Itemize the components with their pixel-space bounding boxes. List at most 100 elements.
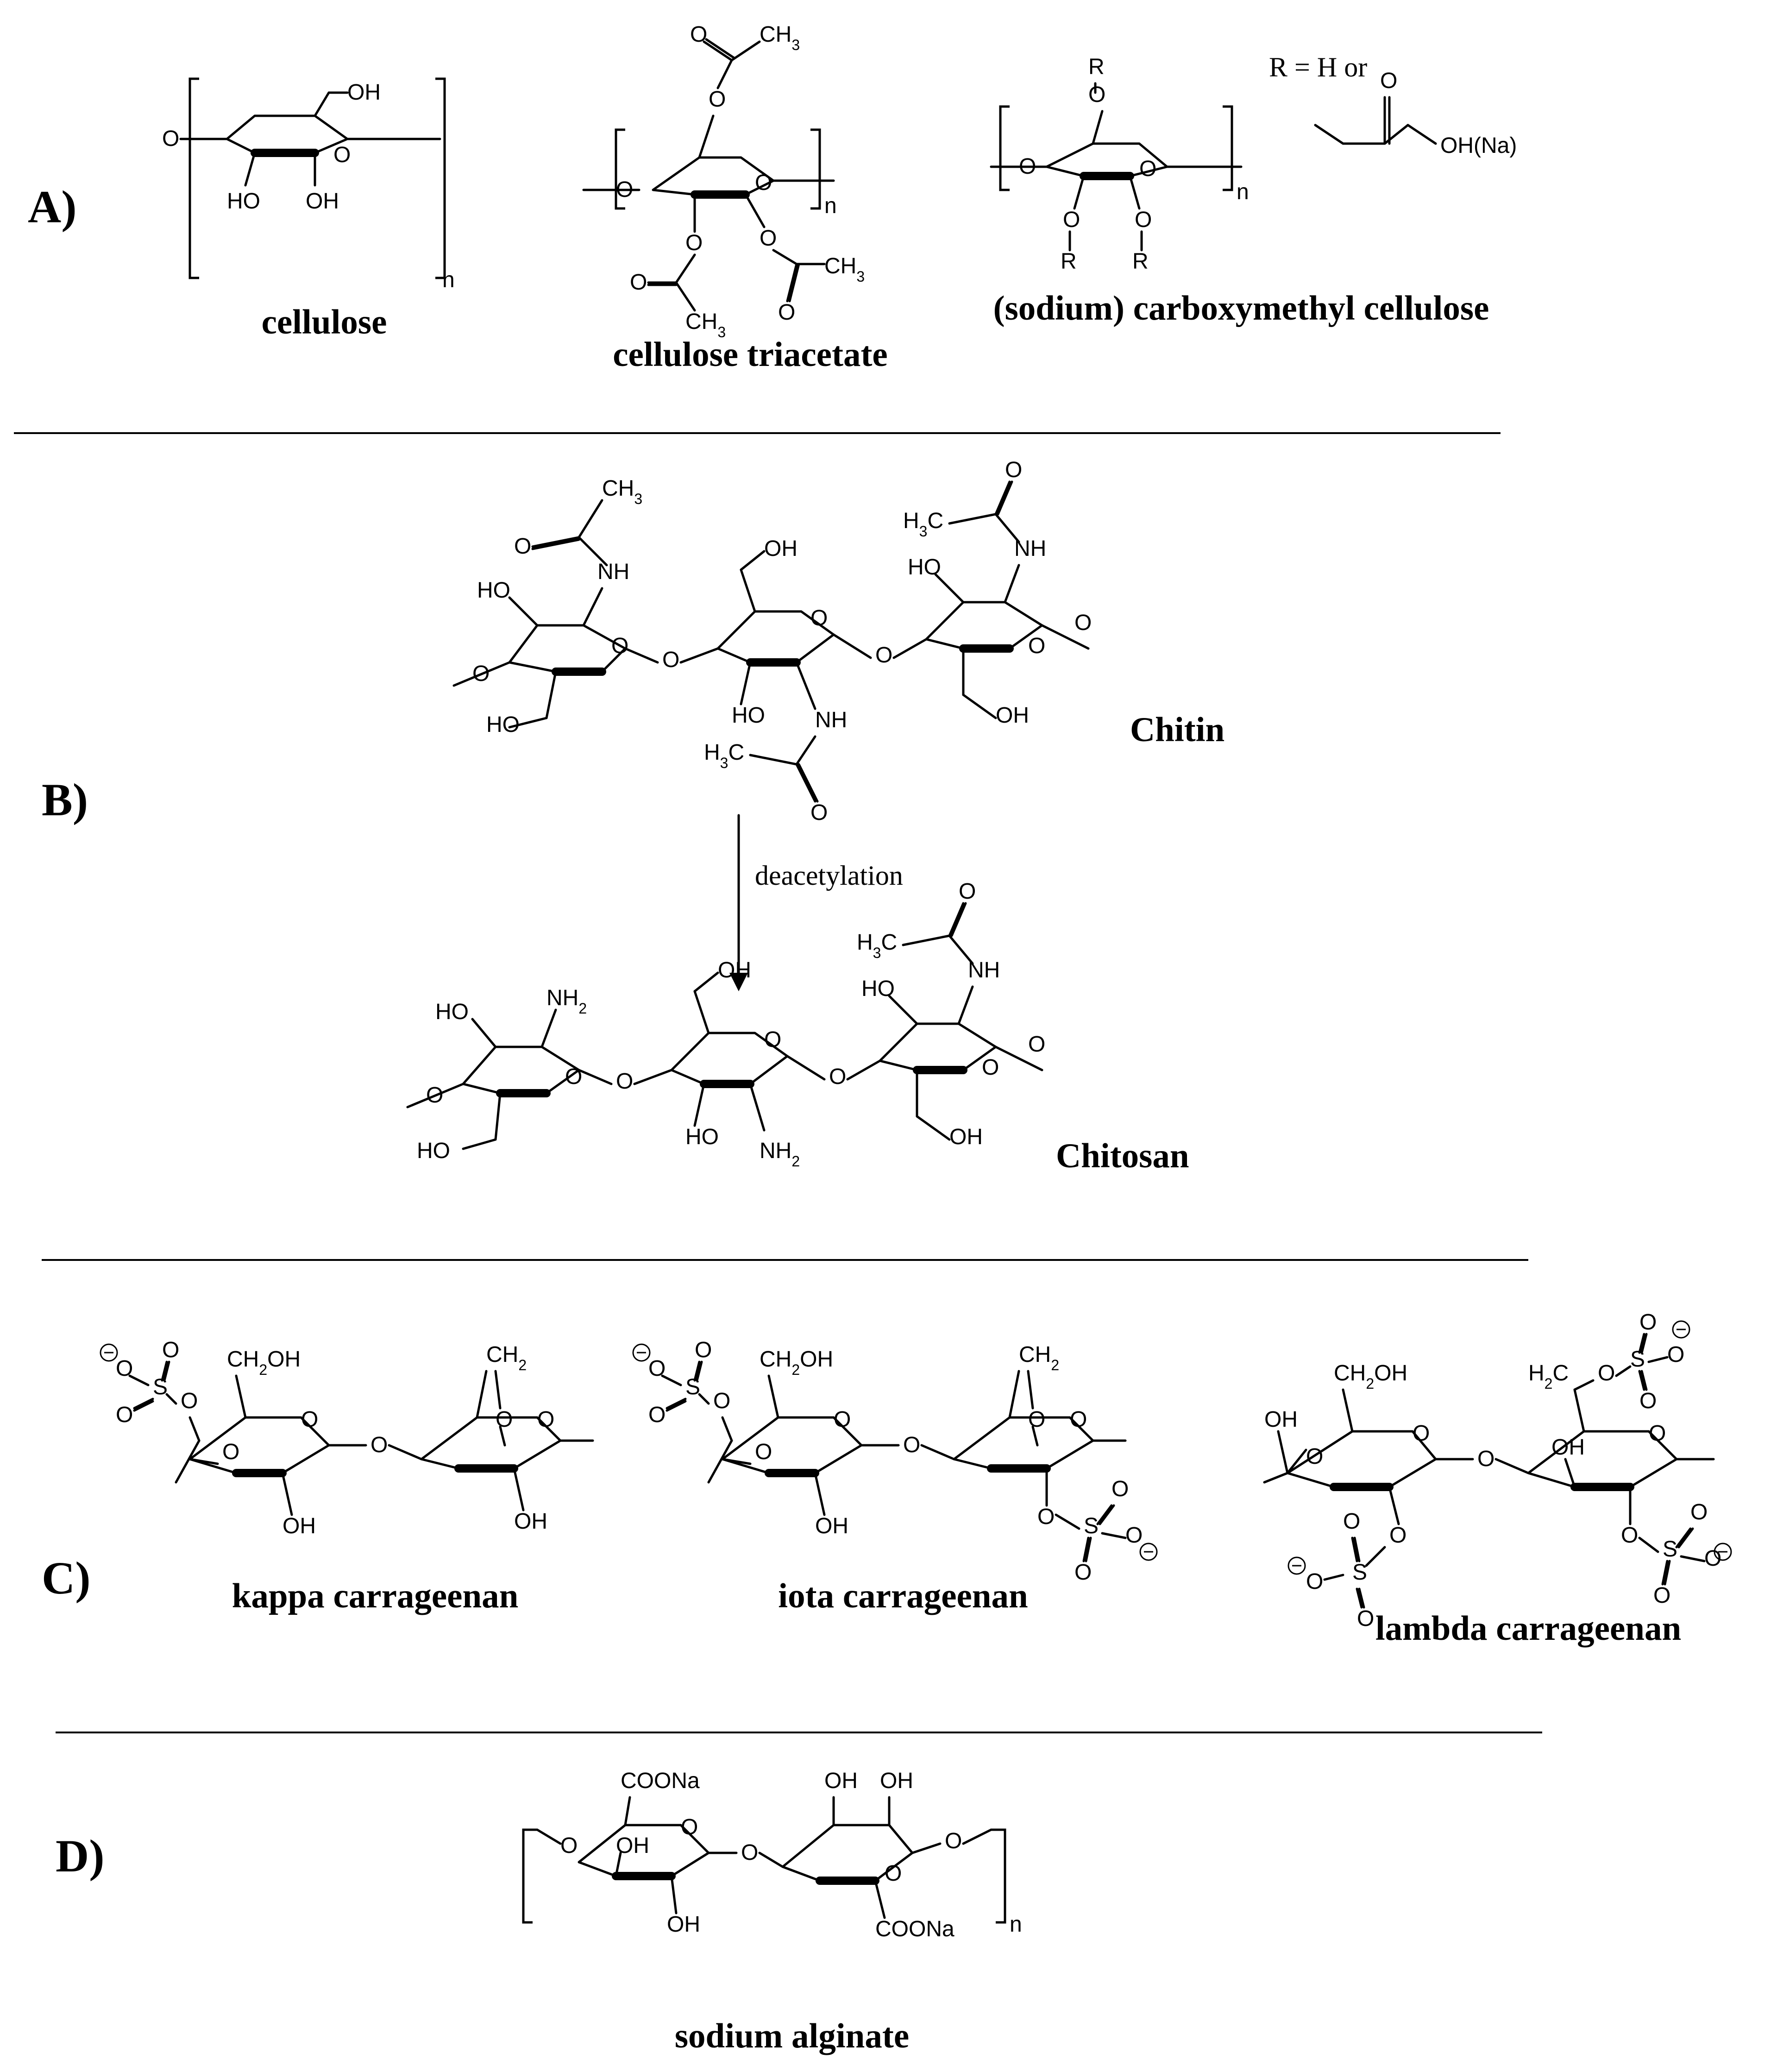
- svg-text:O: O: [1074, 611, 1092, 635]
- svg-text:O: O: [1639, 1389, 1657, 1413]
- molecule-cmc: n O O O R O R O R: [990, 55, 1249, 274]
- svg-text:O: O: [116, 1403, 133, 1427]
- svg-text:O: O: [810, 800, 828, 825]
- svg-text:O: O: [685, 231, 703, 255]
- svg-text:CH2: CH2: [1019, 1342, 1059, 1373]
- svg-text:O: O: [1135, 208, 1152, 232]
- svg-text:CH2OH: CH2OH: [227, 1347, 301, 1378]
- svg-text:OH: OH: [1264, 1407, 1298, 1432]
- svg-text:OH: OH: [815, 1514, 848, 1538]
- svg-text:HO: HO: [435, 1000, 469, 1024]
- svg-text:O: O: [222, 1440, 239, 1464]
- svg-text:OH: OH: [718, 958, 751, 982]
- svg-text:OH: OH: [667, 1912, 700, 1937]
- svg-text:NH: NH: [815, 708, 847, 732]
- svg-text:O: O: [662, 648, 679, 672]
- svg-text:O: O: [1413, 1421, 1430, 1446]
- svg-text:COONa: COONa: [621, 1769, 700, 1793]
- svg-text:O: O: [514, 534, 531, 559]
- svg-text:HO: HO: [732, 703, 765, 728]
- svg-text:O: O: [1028, 634, 1045, 658]
- svg-text:OH: OH: [514, 1509, 547, 1534]
- svg-text:CH3: CH3: [760, 22, 800, 53]
- svg-text:O: O: [616, 177, 633, 202]
- svg-text:NH: NH: [1014, 536, 1046, 561]
- svg-text:O: O: [1028, 1407, 1045, 1432]
- svg-text:OH: OH: [880, 1769, 913, 1793]
- svg-text:O: O: [1343, 1509, 1360, 1534]
- svg-text:O: O: [1125, 1523, 1143, 1548]
- svg-text:O: O: [755, 170, 772, 195]
- molecule-cellulose: n O O OH HO OH: [162, 77, 455, 292]
- svg-text:O: O: [1598, 1361, 1615, 1386]
- svg-text:CH3: CH3: [685, 309, 726, 340]
- molecule-kappa: O O O S O O O CH2OH OH O O: [100, 1338, 594, 1538]
- svg-text:O: O: [1111, 1477, 1129, 1501]
- svg-text:S: S: [1352, 1560, 1367, 1585]
- svg-text:O: O: [760, 226, 777, 251]
- svg-text:O: O: [1357, 1606, 1374, 1631]
- svg-text:O: O: [162, 1338, 179, 1362]
- svg-text:O: O: [1063, 208, 1080, 232]
- svg-text:OH: OH: [764, 536, 797, 561]
- svg-text:O: O: [681, 1815, 698, 1839]
- molecule-triacetate: O n O O O CH3 O O CH3 O O: [582, 22, 865, 340]
- name-chitosan: Chitosan: [1056, 1137, 1189, 1175]
- svg-text:O: O: [1667, 1342, 1684, 1367]
- svg-text:O: O: [426, 1083, 443, 1108]
- molecule-chitin: O O HO NH O CH3 HO O O OH HO: [452, 458, 1092, 825]
- svg-text:CH2OH: CH2OH: [760, 1347, 833, 1378]
- svg-text:HO: HO: [908, 555, 941, 579]
- svg-text:O: O: [1037, 1505, 1055, 1529]
- svg-text:O: O: [611, 634, 628, 658]
- svg-text:CH2: CH2: [486, 1342, 527, 1373]
- svg-text:HO: HO: [685, 1125, 719, 1149]
- svg-text:O: O: [1649, 1421, 1666, 1446]
- reaction-label: deacetylation: [755, 860, 903, 891]
- svg-text:R: R: [1132, 249, 1149, 274]
- svg-text:O: O: [116, 1356, 133, 1381]
- svg-text:O: O: [1019, 154, 1036, 179]
- svg-text:O: O: [333, 143, 351, 167]
- name-triacetate: cellulose triacetate: [613, 335, 887, 374]
- svg-text:O: O: [885, 1861, 902, 1886]
- svg-text:O: O: [778, 300, 795, 325]
- svg-text:O: O: [690, 22, 707, 47]
- svg-text:O: O: [630, 270, 647, 295]
- molecule-lambda: O O OH CH2OH O S O O O O O OH: [1263, 1310, 1732, 1631]
- name-iota: iota carrageenan: [778, 1577, 1028, 1615]
- svg-text:O: O: [1074, 1560, 1092, 1585]
- svg-text:O: O: [903, 1433, 920, 1457]
- svg-text:O: O: [945, 1829, 962, 1853]
- svg-text:O: O: [829, 1064, 846, 1089]
- svg-text:O: O: [472, 661, 490, 686]
- svg-text:OH: OH: [1551, 1435, 1585, 1460]
- svg-text:COONa: COONa: [875, 1917, 954, 1941]
- svg-text:O: O: [370, 1433, 388, 1457]
- name-alginate: sodium alginate: [675, 2017, 909, 2055]
- svg-text:O: O: [560, 1833, 578, 1858]
- svg-text:CH3: CH3: [602, 476, 642, 507]
- svg-text:HO: HO: [417, 1139, 450, 1163]
- svg-text:n: n: [1237, 180, 1249, 204]
- svg-text:H3C: H3C: [857, 930, 897, 961]
- svg-text:O: O: [1477, 1447, 1494, 1471]
- svg-text:O: O: [181, 1389, 198, 1413]
- svg-text:O: O: [648, 1356, 666, 1381]
- svg-text:O: O: [1653, 1583, 1670, 1608]
- molecule-chitosan: O O HO NH2 HO O O OH HO NH2 O: [406, 879, 1045, 1170]
- svg-text:H3C: H3C: [903, 509, 943, 540]
- name-cellulose: cellulose: [262, 303, 387, 341]
- svg-text:HO: HO: [486, 712, 520, 737]
- svg-text:O: O: [1088, 82, 1105, 107]
- svg-text:O: O: [537, 1407, 554, 1432]
- molecule-alginate: n O O COONa OH OH O O OH OH COONa: [522, 1769, 1022, 1941]
- svg-text:NH2: NH2: [760, 1139, 800, 1170]
- svg-text:NH2: NH2: [546, 986, 587, 1017]
- svg-text:O: O: [301, 1407, 318, 1432]
- name-chitin: Chitin: [1130, 711, 1224, 749]
- svg-text:OH: OH: [824, 1769, 858, 1793]
- name-cmc: (sodium) carboxymethyl cellulose: [993, 289, 1489, 327]
- label-c: C): [42, 1552, 91, 1604]
- svg-text:OH: OH: [347, 80, 381, 105]
